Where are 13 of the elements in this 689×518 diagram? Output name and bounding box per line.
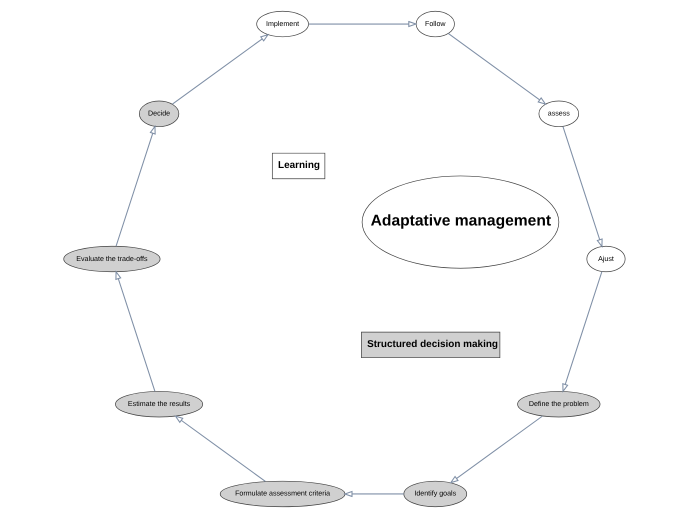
arrow bbox=[562, 271, 602, 393]
arrow bbox=[448, 33, 547, 106]
arrow bbox=[172, 34, 270, 105]
node-ellipse: Adaptative management bbox=[362, 176, 560, 269]
arrow bbox=[343, 490, 404, 498]
arrow bbox=[449, 416, 543, 484]
arrow bbox=[115, 270, 156, 392]
node-box: Structured decision making bbox=[361, 332, 500, 358]
node-box: Learning bbox=[272, 152, 326, 180]
arrow bbox=[116, 124, 156, 246]
arrow bbox=[174, 415, 266, 482]
arrow bbox=[308, 20, 418, 28]
arrow bbox=[562, 126, 603, 248]
